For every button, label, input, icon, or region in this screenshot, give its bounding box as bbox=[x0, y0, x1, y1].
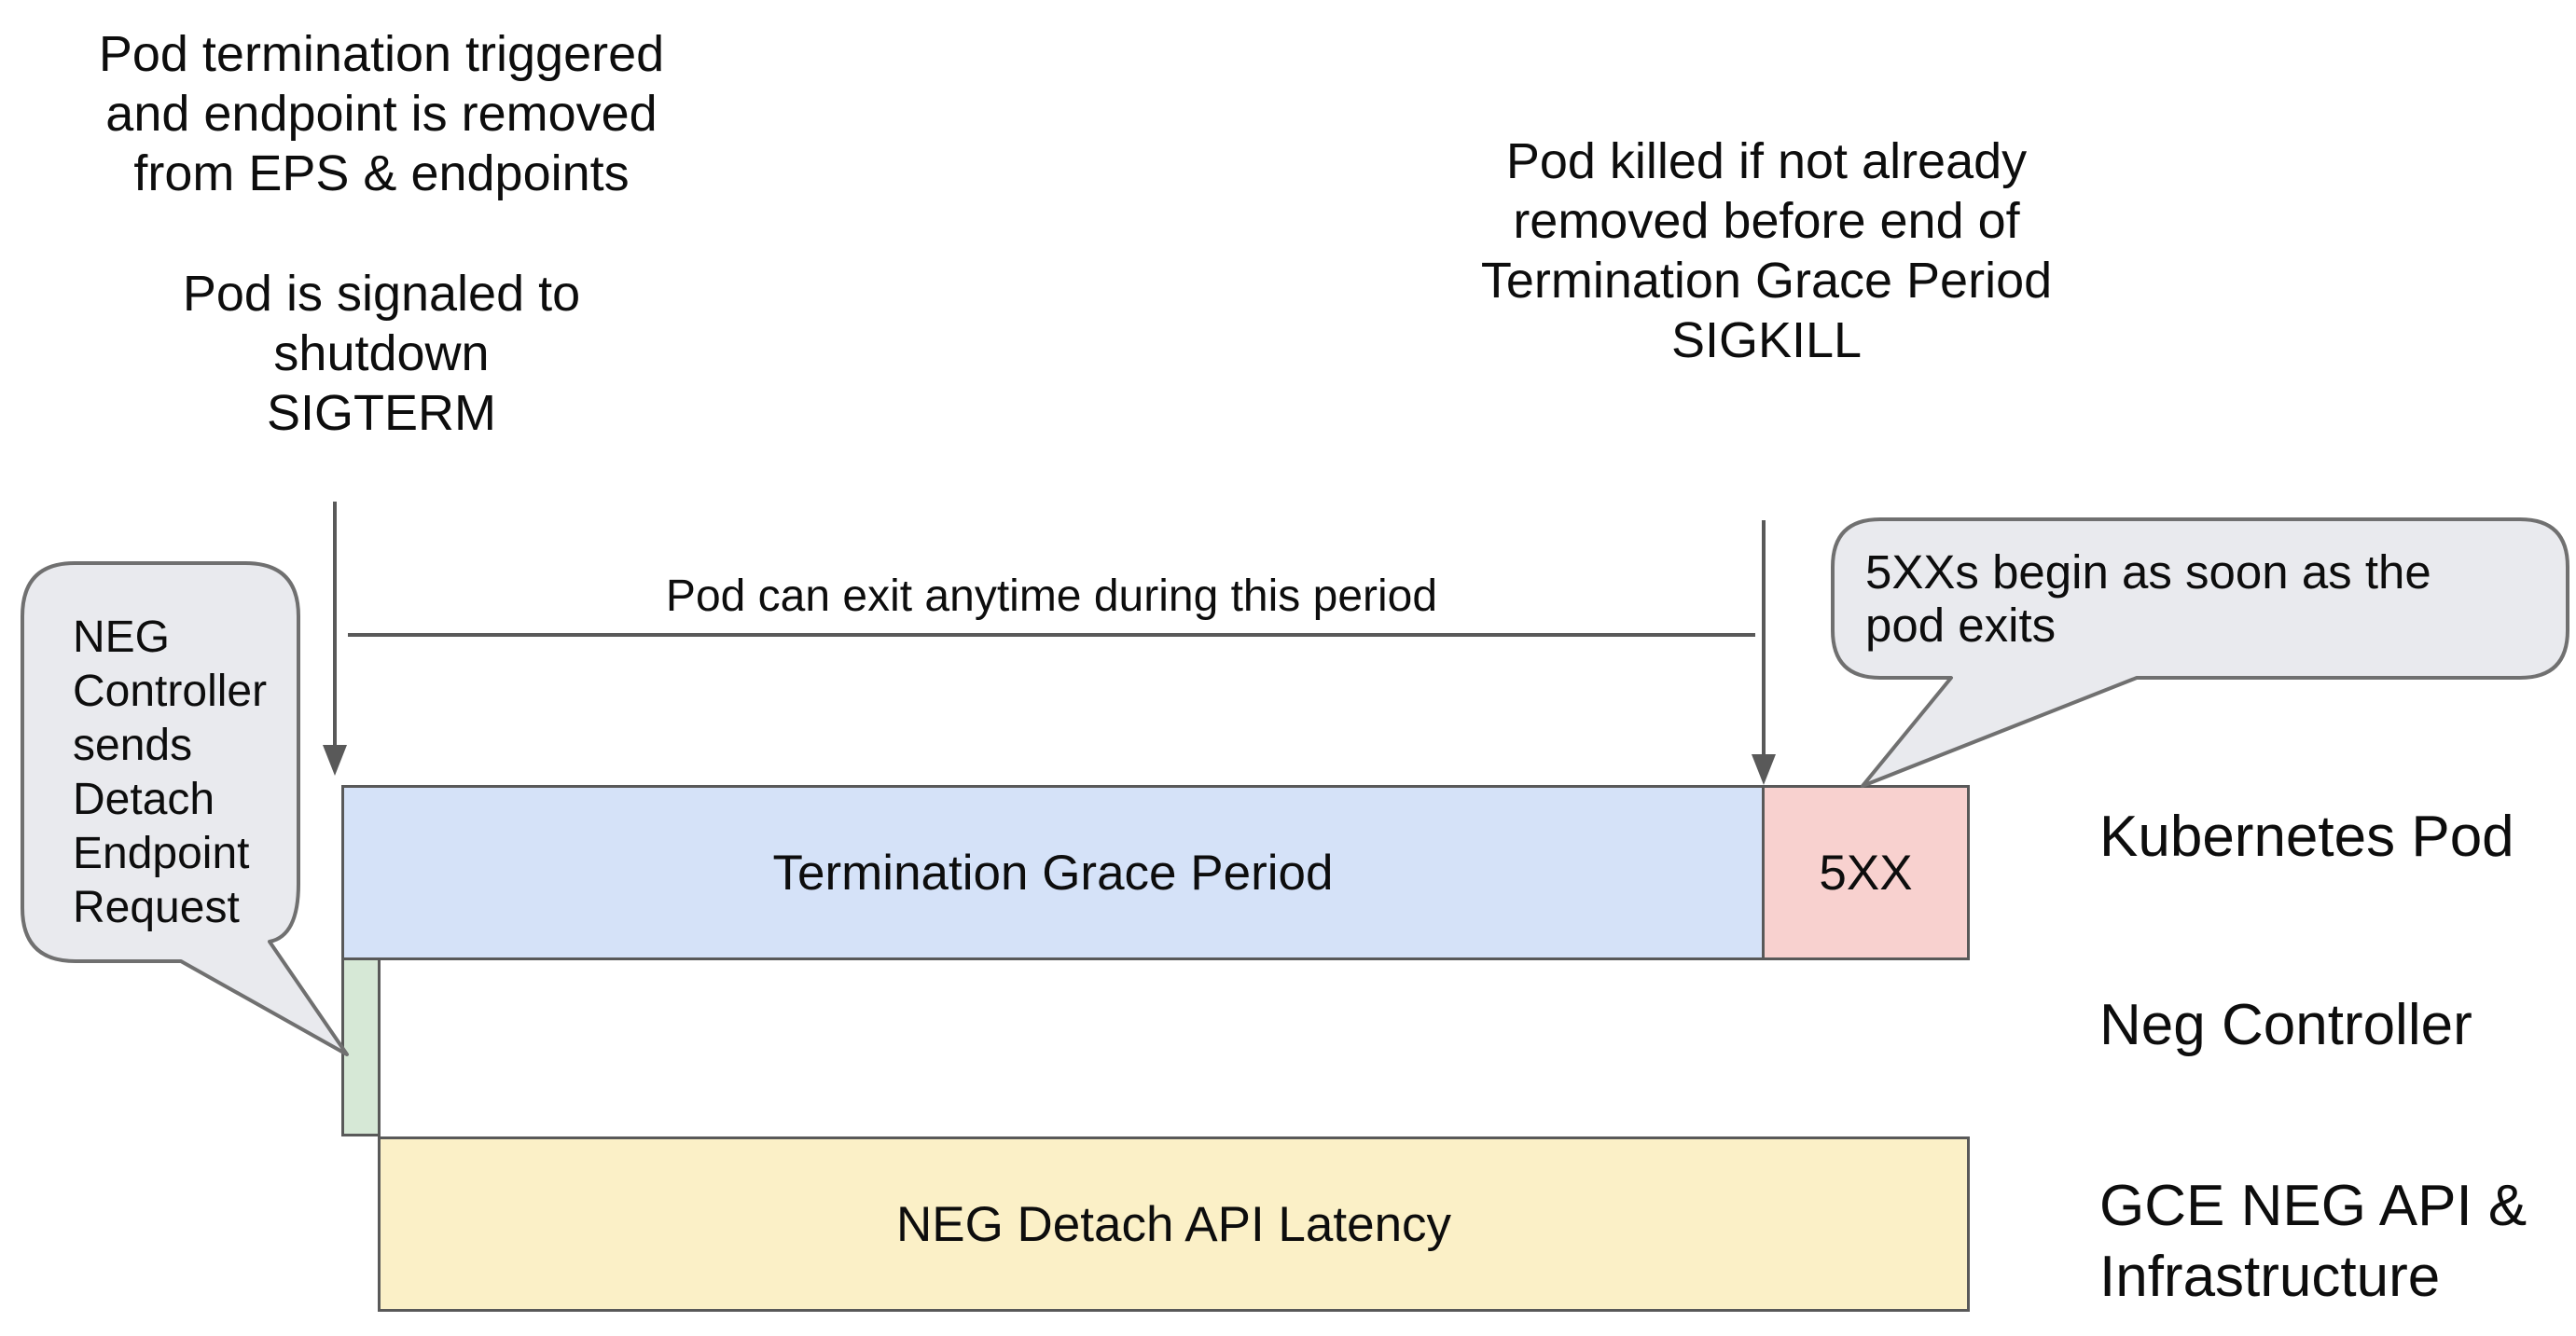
termination-grace-period-label: Termination Grace Period bbox=[772, 845, 1334, 901]
neg-controller-bubble-text: NEG Controller sends Detach Endpoint Req… bbox=[73, 613, 268, 932]
row-label-neg-controller: Neg Controller bbox=[2099, 993, 2472, 1057]
fivexx-bar: 5XX bbox=[1762, 785, 1970, 960]
termination-grace-period-bar: Termination Grace Period bbox=[341, 785, 1765, 960]
sigterm-arrow-down-icon bbox=[323, 502, 347, 776]
neg-detach-request-marker-bar bbox=[341, 957, 381, 1136]
fivexx-begin-bubble-text: 5XXs begin as soon as the pod exits bbox=[1865, 545, 2431, 652]
pod-killed-annotation: Pod killed if not already removed before… bbox=[1480, 133, 2053, 368]
fivexx-label: 5XX bbox=[1819, 845, 1913, 901]
pod-termination-text: Pod termination triggered and endpoint i… bbox=[98, 26, 665, 201]
row-label-gce-neg-api: GCE NEG API & Infrastructure bbox=[2099, 1174, 2528, 1309]
pod-termination-annotation: Pod termination triggered and endpoint i… bbox=[83, 24, 680, 443]
neg-detach-api-latency-label: NEG Detach API Latency bbox=[895, 1196, 1452, 1252]
sigkill-arrow-down-icon bbox=[1752, 520, 1776, 785]
neg-detach-api-latency-bar: NEG Detach API Latency bbox=[378, 1136, 1970, 1312]
pod-signaled-text: Pod is signaled to shutdown SIGTERM bbox=[182, 266, 581, 441]
row-label-kubernetes-pod: Kubernetes Pod bbox=[2099, 805, 2514, 869]
exit-period-label: Pod can exit anytime during this period bbox=[665, 572, 1438, 621]
